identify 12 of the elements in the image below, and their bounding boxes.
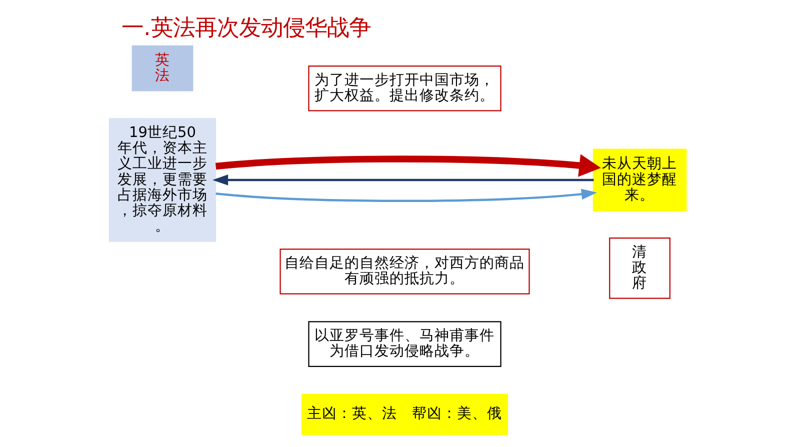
- node-box: 以亚罗号事件、马神甫事件为借口发动侵略战争。: [308, 321, 501, 367]
- node-box: 19世纪50年代，资本主义工业进一步发展，更需要占据海外市场，掠夺原材料。: [108, 118, 216, 242]
- node-box: 清政府: [608, 237, 670, 299]
- node-box: 为了进一步打开中国市场，扩大权益。提出修改条约。: [308, 66, 501, 112]
- arrow: [215, 188, 597, 202]
- node-box: 主凶：英、法 帮凶：美、俄: [300, 394, 508, 436]
- node-box: 自给自足的自然经济，对西方的商品有顽强的抵抗力。: [279, 248, 530, 294]
- arrow: [212, 174, 594, 186]
- node-box: 英法: [131, 45, 193, 92]
- arrow: [215, 154, 600, 177]
- node-box: 未从天朝上国的迷梦醒来。: [592, 148, 686, 212]
- diagram-title: 一.英法再次发动侵华战争: [121, 14, 370, 41]
